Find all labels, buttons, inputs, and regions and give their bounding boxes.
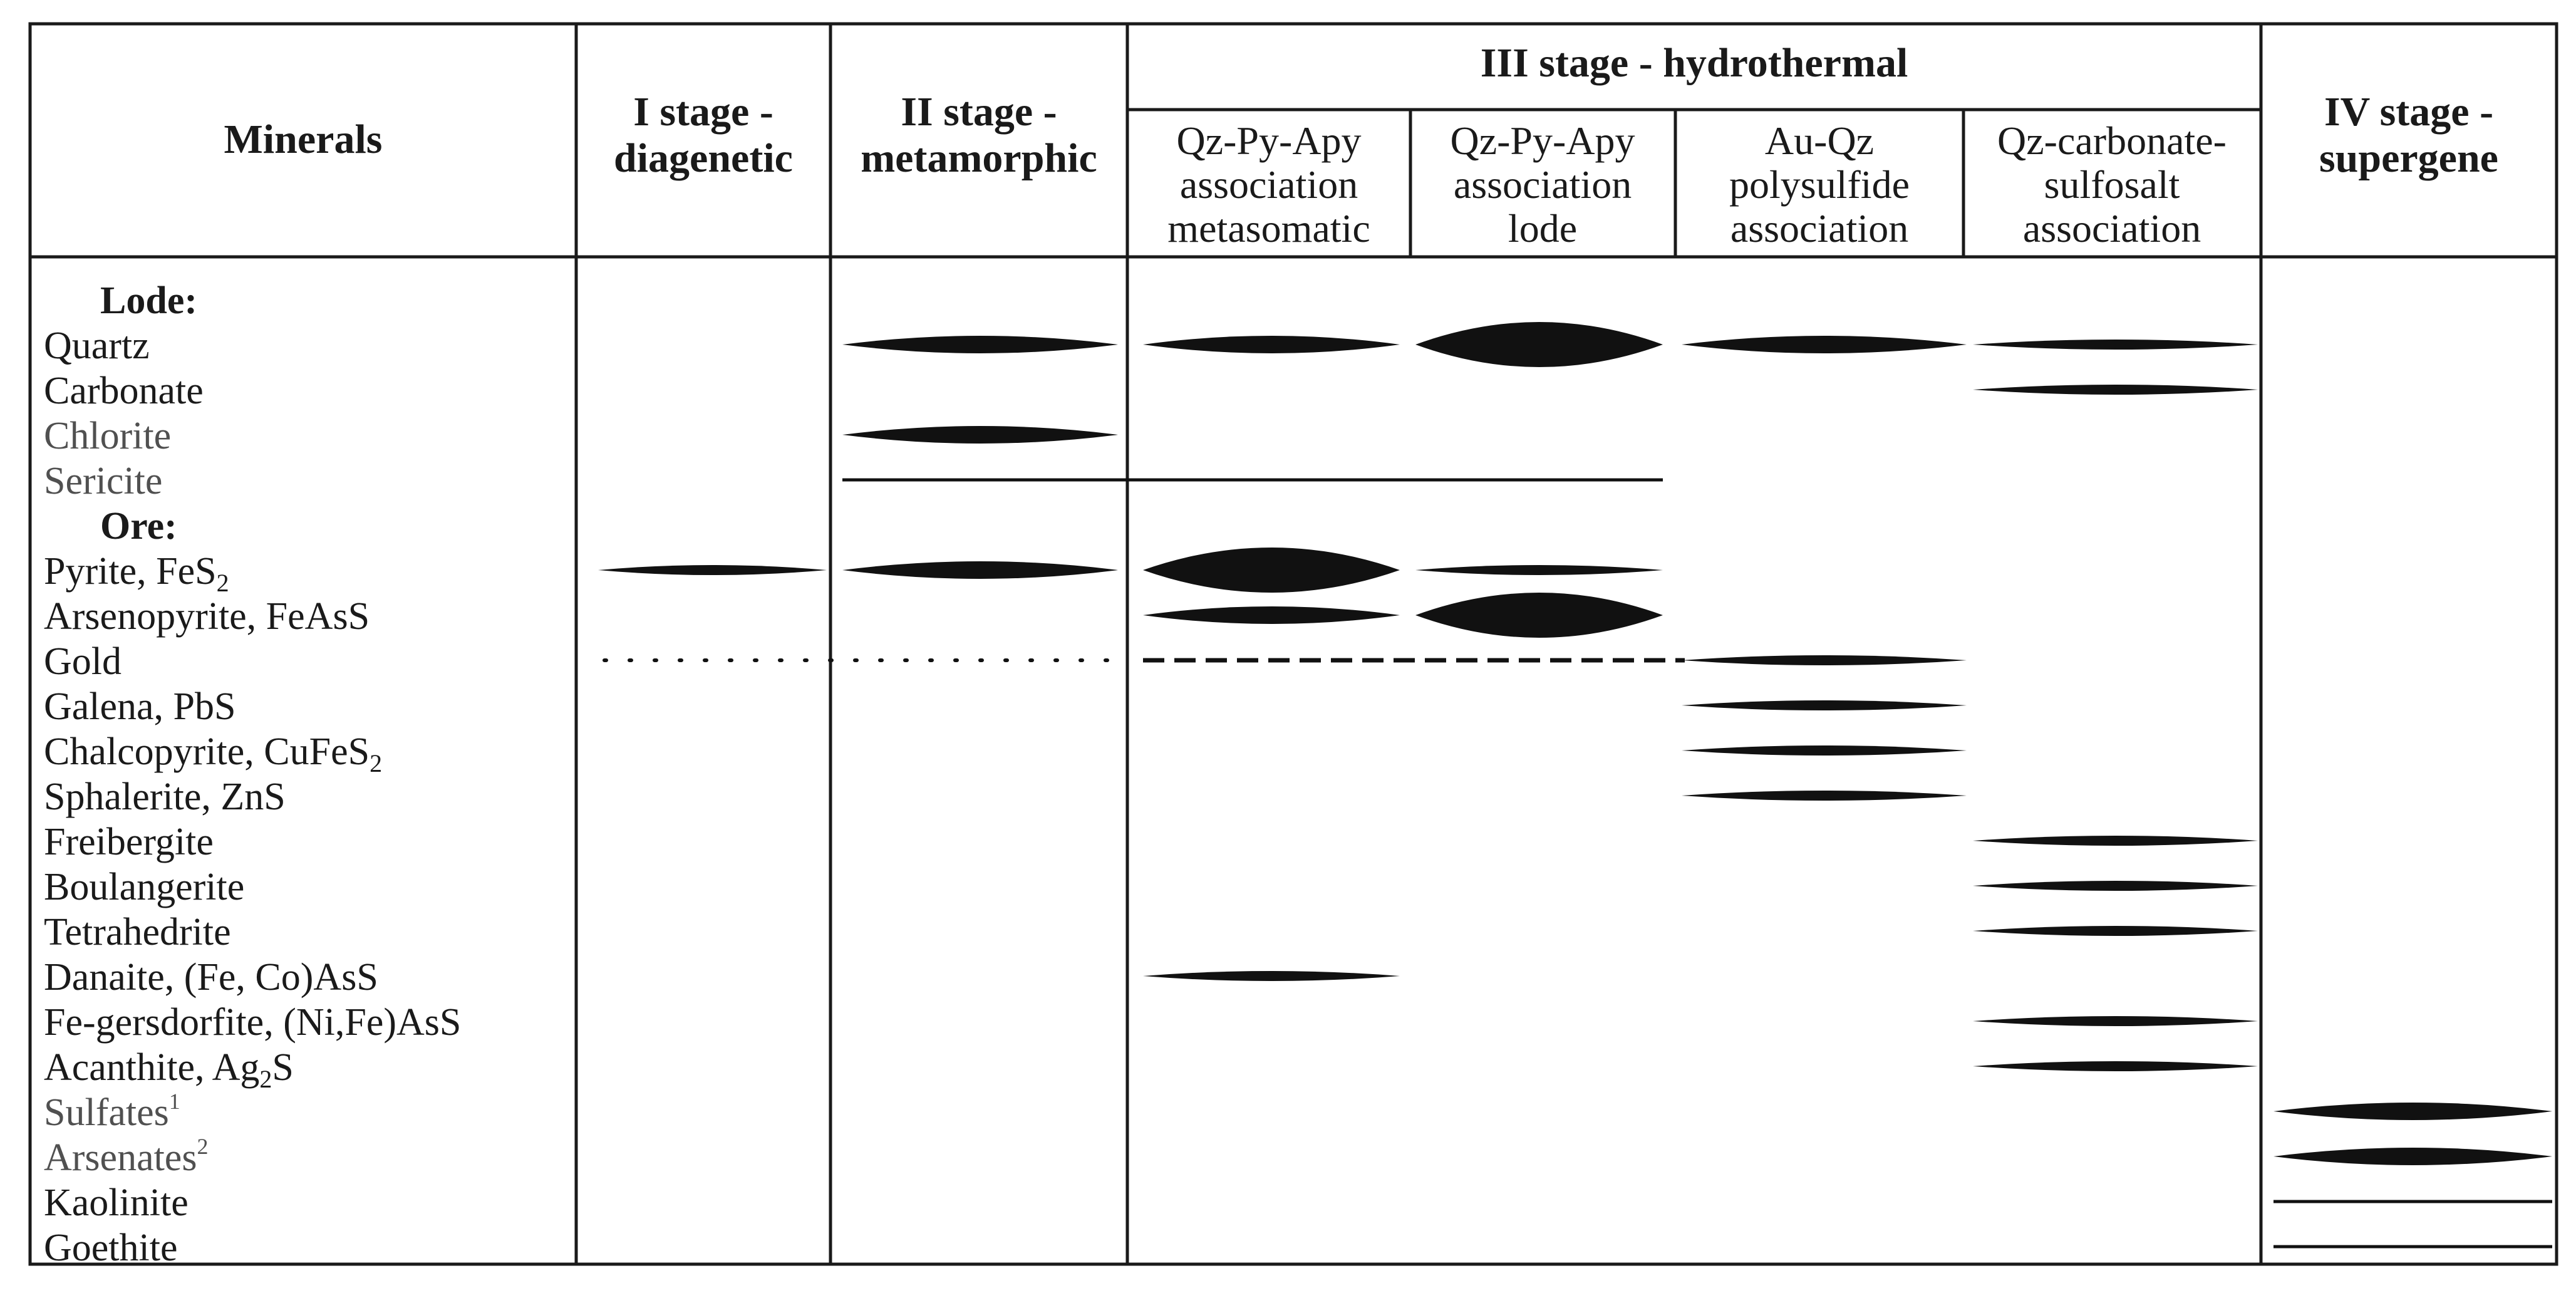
bar-tetrahedrite-0 [1973,926,2258,936]
bar-galena-0 [1682,700,1967,710]
mineral-label-carbonate: Carbonate [44,370,204,412]
mineral-label-acanthite: Acanthite, Ag2S [44,1046,294,1093]
bar-chalcopyrite-0 [1682,745,1967,756]
section-label-ore: Ore: [100,505,177,548]
substage-iiia-line3: metasomatic [1167,206,1370,251]
mineral-label-sulfates: Sulfates1 [44,1089,180,1134]
bar-arsenates-0 [2273,1148,2552,1165]
mineral-label-quartz: Quartz [44,325,150,367]
mineral-label-sphalerite: Sphalerite, ZnS [44,776,286,818]
mineral-label-arsenates: Arsenates2 [44,1134,208,1179]
bar-pyrite-0 [598,565,827,575]
mineral-labels: Lode:QuartzCarbonateChloriteSericiteOre:… [44,279,461,1269]
bar-boulangerite-0 [1973,881,2258,891]
substage-iiib-line3: lode [1508,206,1577,251]
mineral-label-chlorite: Chlorite [44,415,171,457]
bar-quartz-0 [842,336,1118,353]
substage-iiid-line1: Qz-carbonate- [1997,118,2227,163]
bar-pyrite-1 [842,561,1118,579]
stage-iv-header-line2: supergene [2319,135,2498,181]
bar-chlorite-0 [842,426,1118,444]
bar-gold-2 [1682,655,1967,665]
mineral-label-fe-gersdorfite: Fe-gersdorfite, (Ni,Fe)AsS [44,1001,461,1044]
table-frame [28,22,2558,1266]
section-label-lode: Lode: [100,279,197,322]
mineral-label-kaolinite: Kaolinite [44,1181,189,1224]
substage-iiia-line2: association [1180,162,1358,207]
mineral-label-freibergite: Freibergite [44,821,214,863]
mineral-label-tetrahedrite: Tetrahedrite [44,911,231,953]
bar-arsenopyrite-0 [1143,606,1400,624]
bar-pyrite-2 [1143,548,1400,593]
bar-fe-gersdorfite-0 [1973,1016,2258,1026]
table-header: Minerals I stage - diagenetic II stage -… [224,40,2498,251]
bar-sphalerite-0 [1682,791,1967,801]
bar-acanthite-0 [1973,1061,2258,1071]
mineral-label-pyrite: Pyrite, FeS2 [44,550,229,597]
stage-iii-header: III stage - hydrothermal [1481,40,1908,86]
substage-iiid-line3: association [2023,206,2201,251]
substage-iiid-line2: sulfosalt [2044,162,2180,207]
mineral-label-goethite: Goethite [44,1227,178,1269]
bar-carbonate-0 [1973,385,2258,395]
mineral-label-danaite: Danaite, (Fe, Co)AsS [44,956,378,999]
substage-iiic-line2: polysulfide [1729,162,1910,207]
substage-iiic-line3: association [1730,206,1908,251]
bar-pyrite-3 [1415,565,1663,575]
bar-sulfates-0 [2273,1103,2552,1120]
stage-ii-header-line1: II stage - [901,89,1057,135]
mineral-label-gold: Gold [44,640,122,683]
mineral-label-boulangerite: Boulangerite [44,866,244,908]
bar-quartz-2 [1415,322,1663,367]
table-grid [28,22,2558,1266]
stage-i-header-line1: I stage - [633,89,773,135]
stage-i-header-line2: diagenetic [614,135,793,181]
bar-quartz-1 [1143,336,1400,353]
substage-iiia-line1: Qz-Py-Apy [1176,118,1361,163]
bar-quartz-3 [1682,336,1967,353]
substage-iiib-line1: Qz-Py-Apy [1450,118,1635,163]
mineral-label-arsenopyrite: Arsenopyrite, FeAsS [44,595,370,638]
stage-ii-header-line2: metamorphic [861,135,1097,181]
bar-arsenopyrite-1 [1415,593,1663,638]
bar-freibergite-0 [1973,836,2258,846]
substage-iiib-line2: association [1454,162,1632,207]
occurrence-bars [598,322,2552,1249]
bar-danaite-0 [1143,971,1400,981]
mineral-label-sericite: Sericite [44,460,162,502]
mineral-label-chalcopyrite: Chalcopyrite, CuFeS2 [44,730,382,777]
minerals-header: Minerals [224,117,383,162]
mineral-label-galena: Galena, PbS [44,685,236,728]
substage-iiic-line1: Au-Qz [1765,118,1874,163]
bar-quartz-4 [1973,340,2258,350]
stage-iv-header-line1: IV stage - [2324,89,2493,135]
